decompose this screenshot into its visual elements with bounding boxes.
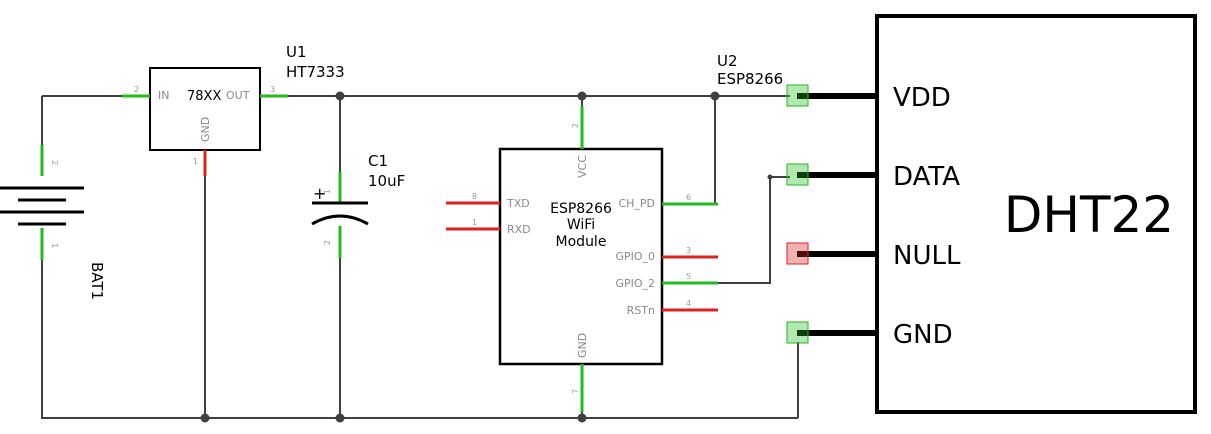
dht22-data-endpoint[interactable] [786, 163, 809, 186]
esp-rstn-label: RSTn [627, 304, 655, 317]
esp-txd-label: TXD [506, 197, 530, 210]
esp-ref: U2 [717, 52, 738, 70]
regulator-out-number: 3 [270, 85, 275, 94]
battery-ref: BAT1 [88, 262, 106, 300]
regulator-out-label: OUT [226, 89, 250, 102]
regulator-body [149, 67, 261, 151]
esp-body-line1: ESP8266 [550, 201, 612, 217]
capacitor[interactable]: + 1 2 C1 10uF [311, 152, 405, 258]
dht22-name: DHT22 [1004, 186, 1174, 244]
regulator[interactable]: IN OUT GND 78XX 2 3 1 U1 HT7333 [122, 43, 345, 176]
esp-body-line3: Module [556, 234, 607, 250]
esp-txd-number: 8 [472, 192, 477, 201]
dht22-gnd-endpoint[interactable] [786, 321, 809, 344]
esp-gpio2-label: GPIO_2 [615, 277, 655, 290]
regulator-gnd-label: GND [199, 117, 212, 142]
junction-vcc-top [577, 91, 587, 101]
battery-pin2-number: 2 [50, 160, 59, 165]
wires [41, 95, 799, 419]
esp-gnd-label: GND [576, 333, 589, 358]
esp-vcc-label: VCC [576, 155, 589, 178]
junction-reg-gnd [200, 413, 210, 423]
esp-rxd-number: 1 [472, 218, 477, 227]
esp-chpd-number: 6 [686, 193, 691, 202]
battery[interactable]: 2 1 BAT1 [0, 145, 106, 300]
esp-module[interactable]: VCC GND TXD RXD CH_PD GPIO_0 GPIO_2 RSTn… [446, 52, 783, 412]
junction-data-bend [767, 174, 773, 180]
regulator-in-number: 2 [134, 85, 139, 94]
junction-cap-top [335, 91, 345, 101]
capacitor-pin2-number: 2 [323, 240, 332, 245]
dht22-gnd-label: GND [893, 320, 953, 350]
capacitor-ref: C1 [368, 152, 388, 170]
esp-chpd-label: CH_PD [618, 197, 655, 210]
esp-gpio0-label: GPIO_0 [615, 250, 655, 263]
capacitor-value: 10uF [368, 172, 405, 190]
junctions [200, 91, 773, 423]
dht22-vdd-label: VDD [893, 83, 951, 113]
wire-battery-ground [41, 260, 798, 419]
esp-gpio2-number: 5 [686, 272, 691, 281]
dht22-vdd-endpoint[interactable] [786, 84, 809, 107]
dht22-data-label: DATA [893, 162, 960, 192]
wire-battery-to-regulator-in [41, 95, 122, 145]
esp-body-line2: WiFi [567, 217, 595, 233]
dht22-null-endpoint[interactable] [786, 242, 809, 265]
junction-esp-gnd [577, 413, 587, 423]
dht22-null-label: NULL [893, 241, 961, 271]
regulator-in-label: IN [158, 89, 169, 102]
dht22-body [875, 14, 1197, 414]
esp-value: ESP8266 [717, 70, 783, 88]
regulator-gnd-number: 1 [193, 157, 198, 166]
battery-pin1-number: 1 [50, 243, 59, 248]
capacitor-plus: + [313, 184, 326, 203]
esp-vcc-number: 2 [571, 123, 580, 128]
junction-chpd-top [710, 91, 720, 101]
capacitor-plate-bottom [311, 214, 369, 226]
esp-rstn-number: 4 [686, 299, 691, 308]
capacitor-pin1-number: 1 [323, 189, 332, 194]
wire-gpio2-to-data [718, 176, 790, 284]
esp-gnd-number: 7 [571, 389, 580, 394]
regulator-body-label: 78XX [187, 89, 221, 104]
junction-cap-gnd [335, 413, 345, 423]
esp-gpio0-number: 3 [686, 246, 691, 255]
dht22-sensor[interactable]: VDD DATA NULL GND DHT22 [786, 14, 1197, 414]
esp-rxd-label: RXD [507, 223, 531, 236]
regulator-ref: U1 [286, 43, 307, 61]
regulator-value: HT7333 [286, 63, 345, 81]
